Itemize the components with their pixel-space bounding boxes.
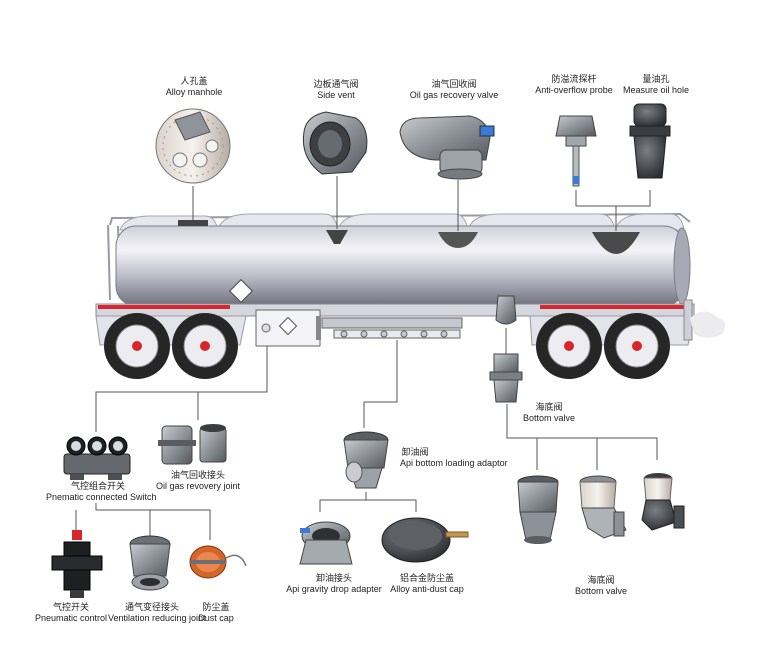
label-alloy-manhole-cn: 人孔盖 xyxy=(180,76,208,86)
label-bottom-valve-bottom: 海底阀 Bottom valve xyxy=(568,575,634,597)
side-vent-fixture xyxy=(326,230,348,244)
label-pneumatic-control-en: Pneumatic control xyxy=(34,613,108,623)
tank-bottom-valve xyxy=(495,295,517,325)
pneumatic-control-icon xyxy=(51,530,103,598)
label-dust-cap: 防尘盖 Dust cap xyxy=(190,602,242,624)
label-pneumatic-control: 气控开关 Pneumatic control xyxy=(28,602,114,624)
wheel-group-left xyxy=(104,313,238,379)
label-bottom-valve-top-cn: 海底阀 xyxy=(535,402,563,412)
label-pneumatic-control-cn: 气控开关 xyxy=(52,602,89,612)
label-bottom-valve-top: 海底阀 Bottom valve xyxy=(516,402,582,424)
anti-overflow-probe-icon xyxy=(555,115,597,187)
label-measure-oil-hole: 量油孔 Measure oil hole xyxy=(618,74,694,96)
recovery-valve-fixture xyxy=(438,232,478,248)
tanker-trailer xyxy=(95,212,726,379)
exhaust-cloud xyxy=(690,311,726,338)
label-ventilation-reducing-joint-en: Ventilation reducing joint xyxy=(108,613,206,623)
label-side-vent-en: Side vent xyxy=(317,90,355,100)
label-oil-gas-recovery-joint: 油气回收接头 Oil gas revovery joint xyxy=(148,470,248,492)
label-anti-overflow-probe: 防溢流探杆 Anti-overflow probe xyxy=(529,74,619,96)
tank-end-cap xyxy=(673,227,691,305)
wheel-group-right xyxy=(536,313,670,379)
label-ventilation-reducing-joint: 通气变径接头 Ventilation reducing joint xyxy=(108,602,206,624)
pneumatic-connected-switch-icon xyxy=(63,436,131,480)
landing-gear xyxy=(316,316,321,340)
bottom-valve-dark-icon xyxy=(641,473,685,531)
label-bottom-valve-bottom-cn: 海底阀 xyxy=(587,575,615,585)
label-anti-overflow-probe-en: Anti-overflow probe xyxy=(535,85,613,95)
measure-oil-hole-icon xyxy=(629,103,671,179)
label-dust-cap-en: Dust cap xyxy=(198,613,234,623)
red-reflective-stripe-left xyxy=(98,305,230,309)
label-pneumatic-connected-switch-en: Pnematic connected Switch xyxy=(46,492,157,502)
label-pneumatic-connected-switch: 气控组合开关 Pnematic connected Switch xyxy=(46,481,157,503)
label-alloy-anti-dust-cap-en: Alloy anti-dust cap xyxy=(390,584,464,594)
label-measure-oil-hole-cn: 量油孔 xyxy=(642,74,670,84)
label-oil-gas-recovery-joint-en: Oil gas revovery joint xyxy=(155,481,241,491)
label-api-gravity-drop-adapter: 卸油接头 Api gravity drop adapter xyxy=(284,573,384,595)
label-side-vent-cn: 边板通气阀 xyxy=(313,79,359,89)
label-alloy-anti-dust-cap-cn: 铝合金防尘盖 xyxy=(399,573,454,583)
manhole-fixture xyxy=(178,220,208,226)
label-anti-overflow-probe-cn: 防溢流探杆 xyxy=(551,74,597,84)
label-alloy-manhole: 人孔盖 Alloy manhole xyxy=(158,76,230,98)
dust-cap-icon xyxy=(189,545,247,579)
label-alloy-manhole-en: Alloy manhole xyxy=(165,87,223,97)
probe-fixture xyxy=(592,232,640,254)
api-gravity-drop-adapter-icon xyxy=(299,521,353,565)
hazard-placard xyxy=(228,278,254,304)
ventilation-reducing-joint-icon xyxy=(129,535,171,591)
label-bottom-valve-top-en: Bottom valve xyxy=(522,413,576,423)
bottom-valve-large-icon xyxy=(517,475,559,544)
label-ventilation-reducing-joint-cn: 通气变径接头 xyxy=(124,602,179,612)
label-oil-gas-recovery-valve-en: Oil gas recovery valve xyxy=(409,90,499,100)
alloy-anti-dust-cap-icon xyxy=(381,517,469,563)
bottom-valve-small-icon xyxy=(489,353,523,403)
label-api-gravity-drop-adapter-cn: 卸油接头 xyxy=(315,573,352,583)
leader-lines xyxy=(75,176,658,540)
pipe-manifold xyxy=(321,317,463,339)
label-oil-gas-recovery-valve-cn: 油气回收阀 xyxy=(431,79,477,89)
label-pneumatic-connected-switch-cn: 气控组合开关 xyxy=(70,481,125,491)
label-dust-cap-cn: 防尘盖 xyxy=(202,602,230,612)
api-bottom-loading-adaptor-icon xyxy=(343,431,389,489)
label-api-bottom-loading-adaptor: 卸油阀 Api bottom loading adaptor xyxy=(400,447,516,469)
label-oil-gas-recovery-joint-cn: 油气回收接头 xyxy=(170,470,225,480)
label-api-bottom-loading-adaptor-en: Api bottom loading adaptor xyxy=(400,458,508,468)
label-alloy-anti-dust-cap: 铝合金防尘盖 Alloy anti-dust cap xyxy=(384,573,470,595)
oil-gas-recovery-valve-icon xyxy=(399,115,495,180)
label-api-bottom-loading-adaptor-cn: 卸油阀 xyxy=(401,447,429,457)
cabinet-gauge xyxy=(261,323,271,333)
label-oil-gas-recovery-valve: 油气回收阀 Oil gas recovery valve xyxy=(406,79,502,101)
side-vent-icon xyxy=(302,111,368,175)
label-measure-oil-hole-en: Measure oil hole xyxy=(622,85,690,95)
label-side-vent: 边板通气阀 Side vent xyxy=(300,79,372,101)
label-bottom-valve-bottom-en: Bottom valve xyxy=(574,586,628,596)
bottom-valve-glass-icon xyxy=(579,475,627,539)
cabinet-placard xyxy=(278,316,298,336)
label-api-gravity-drop-adapter-en: Api gravity drop adapter xyxy=(286,584,382,594)
alloy-manhole-icon xyxy=(155,108,231,184)
red-reflective-stripe-right xyxy=(540,305,688,309)
oil-gas-recovery-joint-icon xyxy=(158,424,227,465)
